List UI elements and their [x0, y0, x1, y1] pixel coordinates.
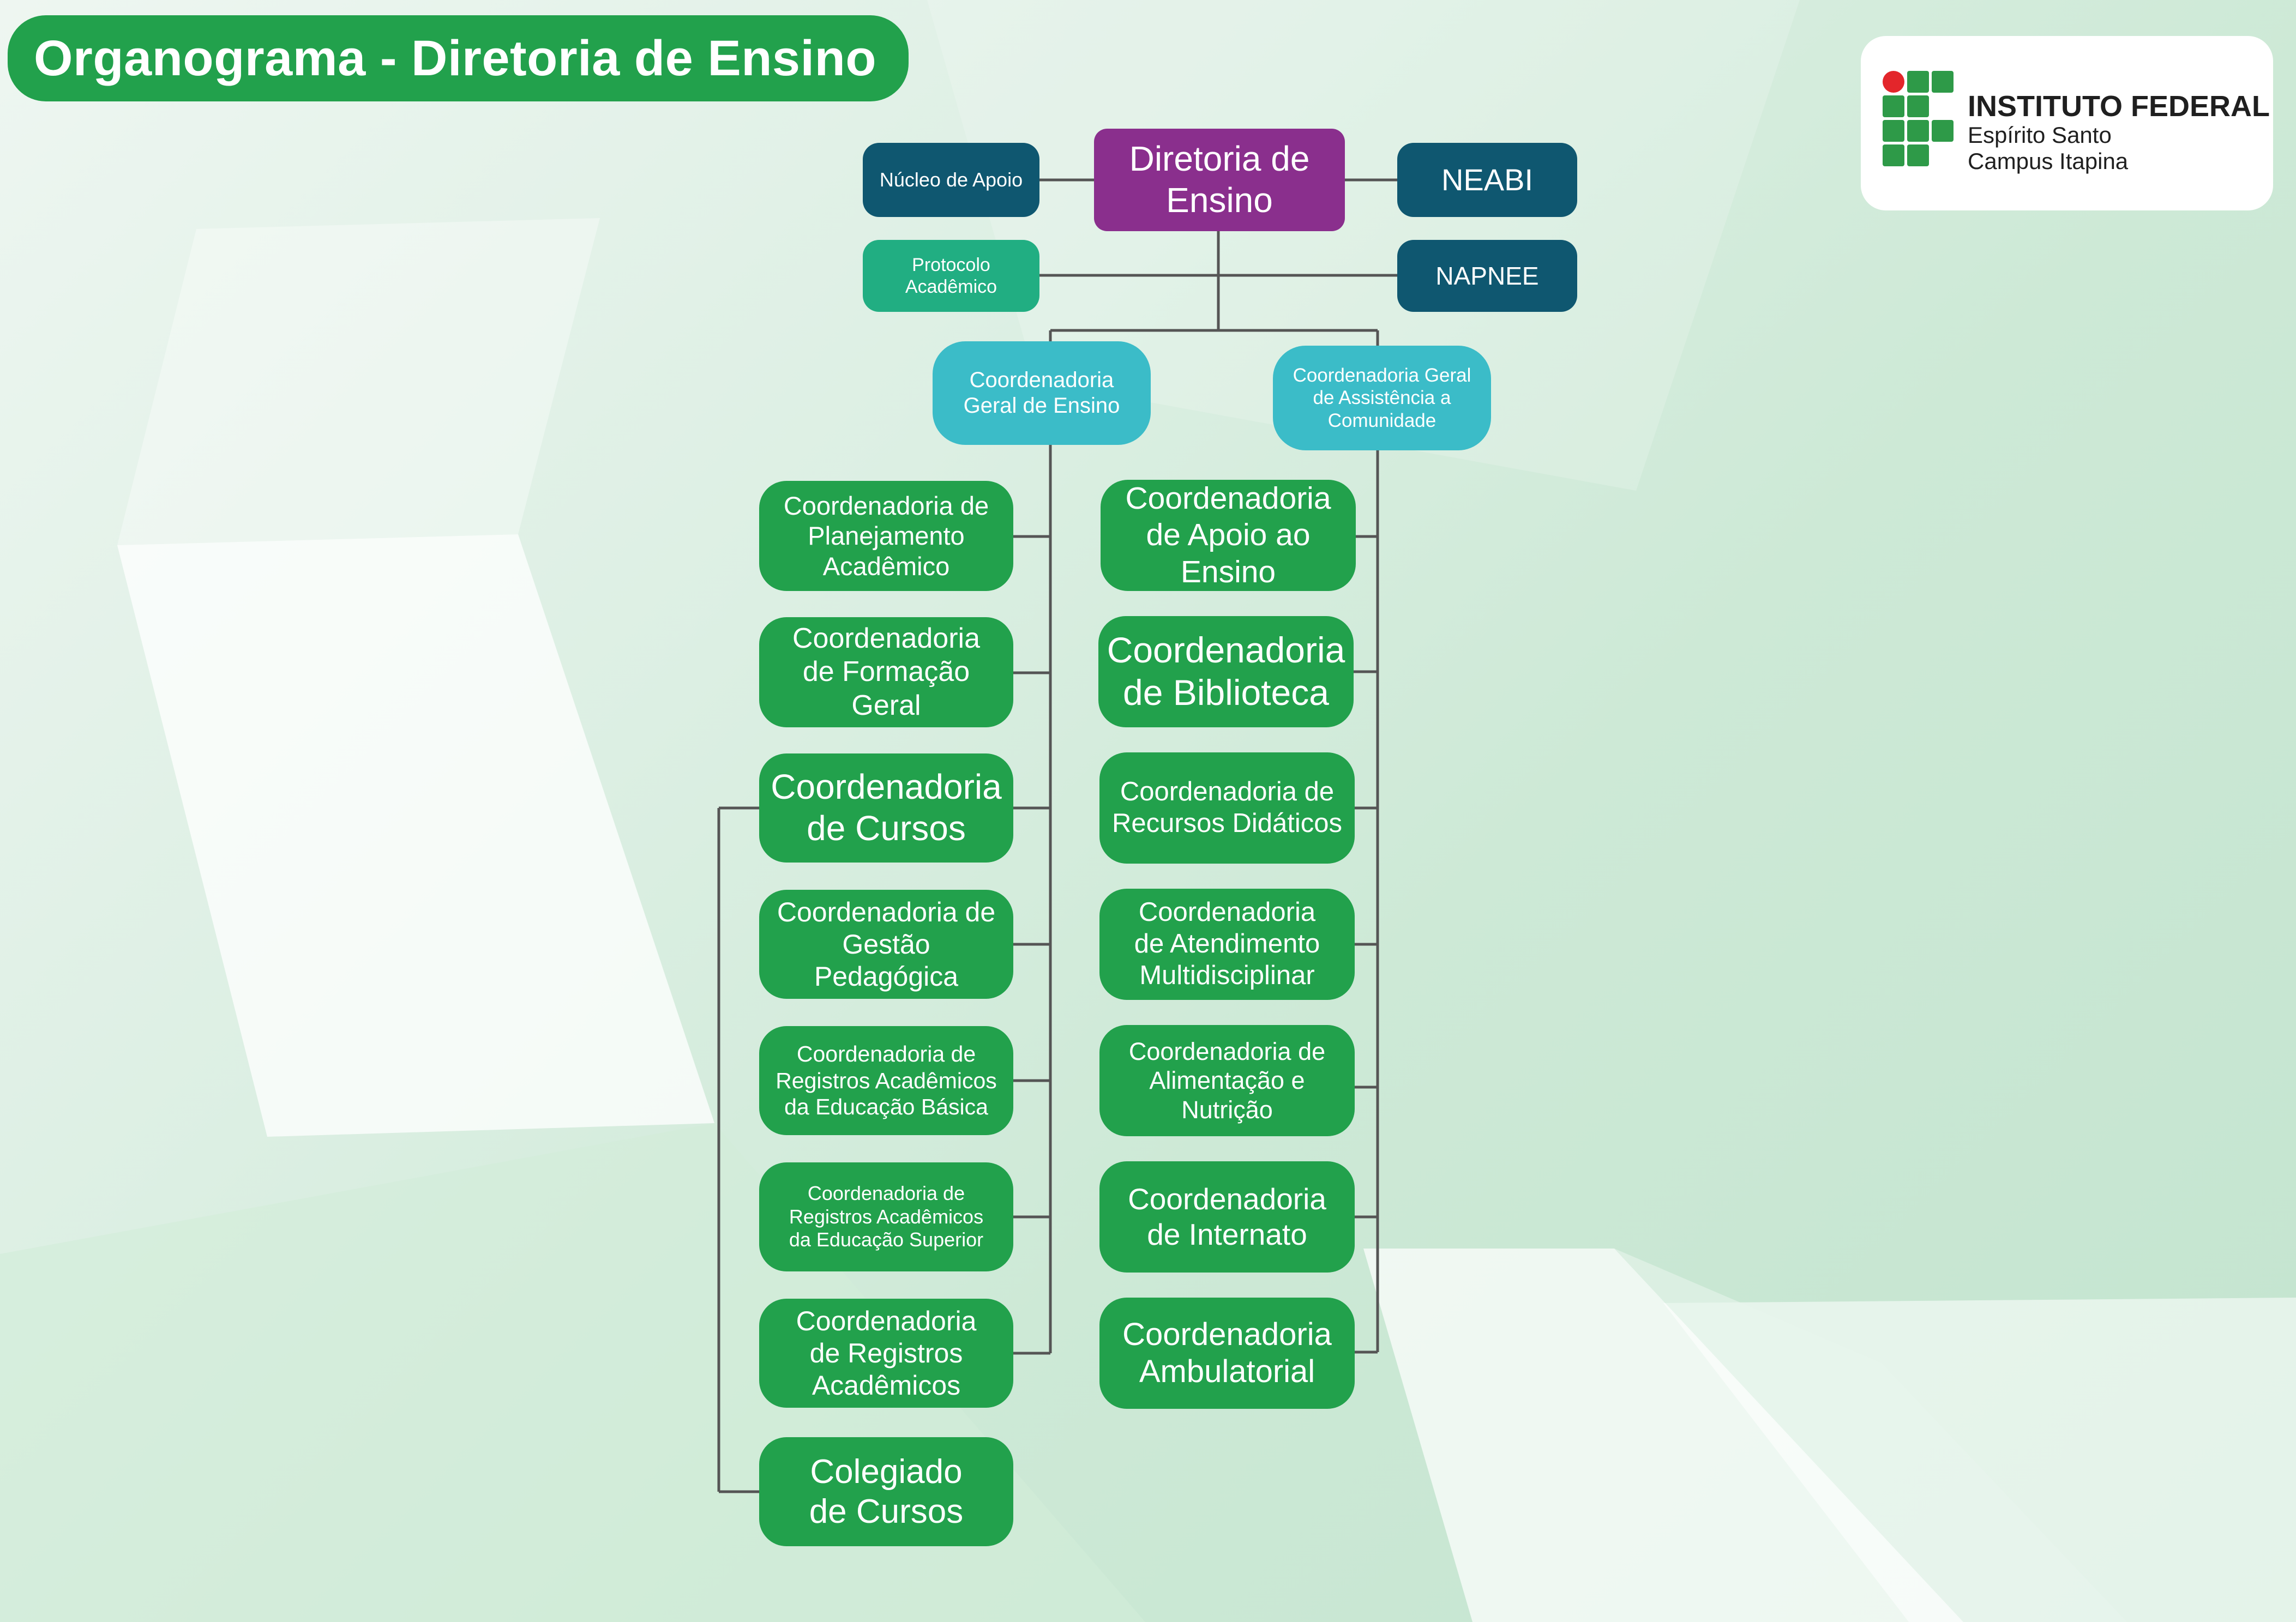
logo-line-2: Espírito Santo: [1968, 122, 2112, 148]
node-planejamento-academico: Coordenadoria de Planejamento Acadêmico: [759, 481, 1013, 591]
node-coordenadoria-geral-ensino: Coordenadoria Geral de Ensino: [933, 341, 1151, 445]
node-protocolo-academico: Protocolo Acadêmico: [863, 240, 1039, 312]
node-gestao-pedagogica: Coordenadoria de Gestão Pedagógica: [759, 890, 1013, 999]
node-alimentacao-e-nutricao: Coordenadoria de Alimentação e Nutrição: [1099, 1025, 1355, 1136]
node-napnee: NAPNEE: [1397, 240, 1577, 312]
node-internato: Coordenadoria de Internato: [1099, 1161, 1355, 1273]
node-recursos-didaticos: Coordenadoria de Recursos Didáticos: [1099, 752, 1355, 864]
node-coordenadoria-geral-assistencia: Coordenadoria Geral de Assistência a Com…: [1273, 346, 1491, 450]
node-nucleo-de-apoio: Núcleo de Apoio: [863, 143, 1039, 217]
logo-line-1: INSTITUTO FEDERAL: [1968, 90, 2270, 123]
node-ambulatorial: Coordenadoria Ambulatorial: [1099, 1298, 1355, 1409]
node-neabi: NEABI: [1397, 143, 1577, 217]
node-diretoria-de-ensino: Diretoria de Ensino: [1094, 129, 1345, 231]
node-biblioteca: Coordenadoria de Biblioteca: [1098, 616, 1354, 727]
logo-grid-icon: [1883, 71, 1954, 167]
node-apoio-ao-ensino: Coordenadoria de Apoio ao Ensino: [1101, 480, 1356, 591]
node-formacao-geral: Coordenadoria de Formação Geral: [759, 617, 1013, 727]
node-registros-academicos: Coordenadoria de Registros Acadêmicos: [759, 1299, 1013, 1408]
node-registros-educacao-basica: Coordenadoria de Registros Acadêmicos da…: [759, 1026, 1013, 1135]
logo-line-3: Campus Itapina: [1968, 148, 2129, 174]
page-title: Organograma - Diretoria de Ensino: [8, 15, 909, 101]
institution-logo: INSTITUTO FEDERAL Espírito Santo Campus …: [1861, 36, 2273, 210]
node-cursos: Coordenadoria de Cursos: [759, 753, 1013, 863]
node-atendimento-multidisciplinar: Coordenadoria de Atendimento Multidiscip…: [1099, 889, 1355, 1000]
node-registros-educacao-superior: Coordenadoria de Registros Acadêmicos da…: [759, 1162, 1013, 1271]
node-colegiado-de-cursos: Colegiado de Cursos: [759, 1437, 1013, 1546]
